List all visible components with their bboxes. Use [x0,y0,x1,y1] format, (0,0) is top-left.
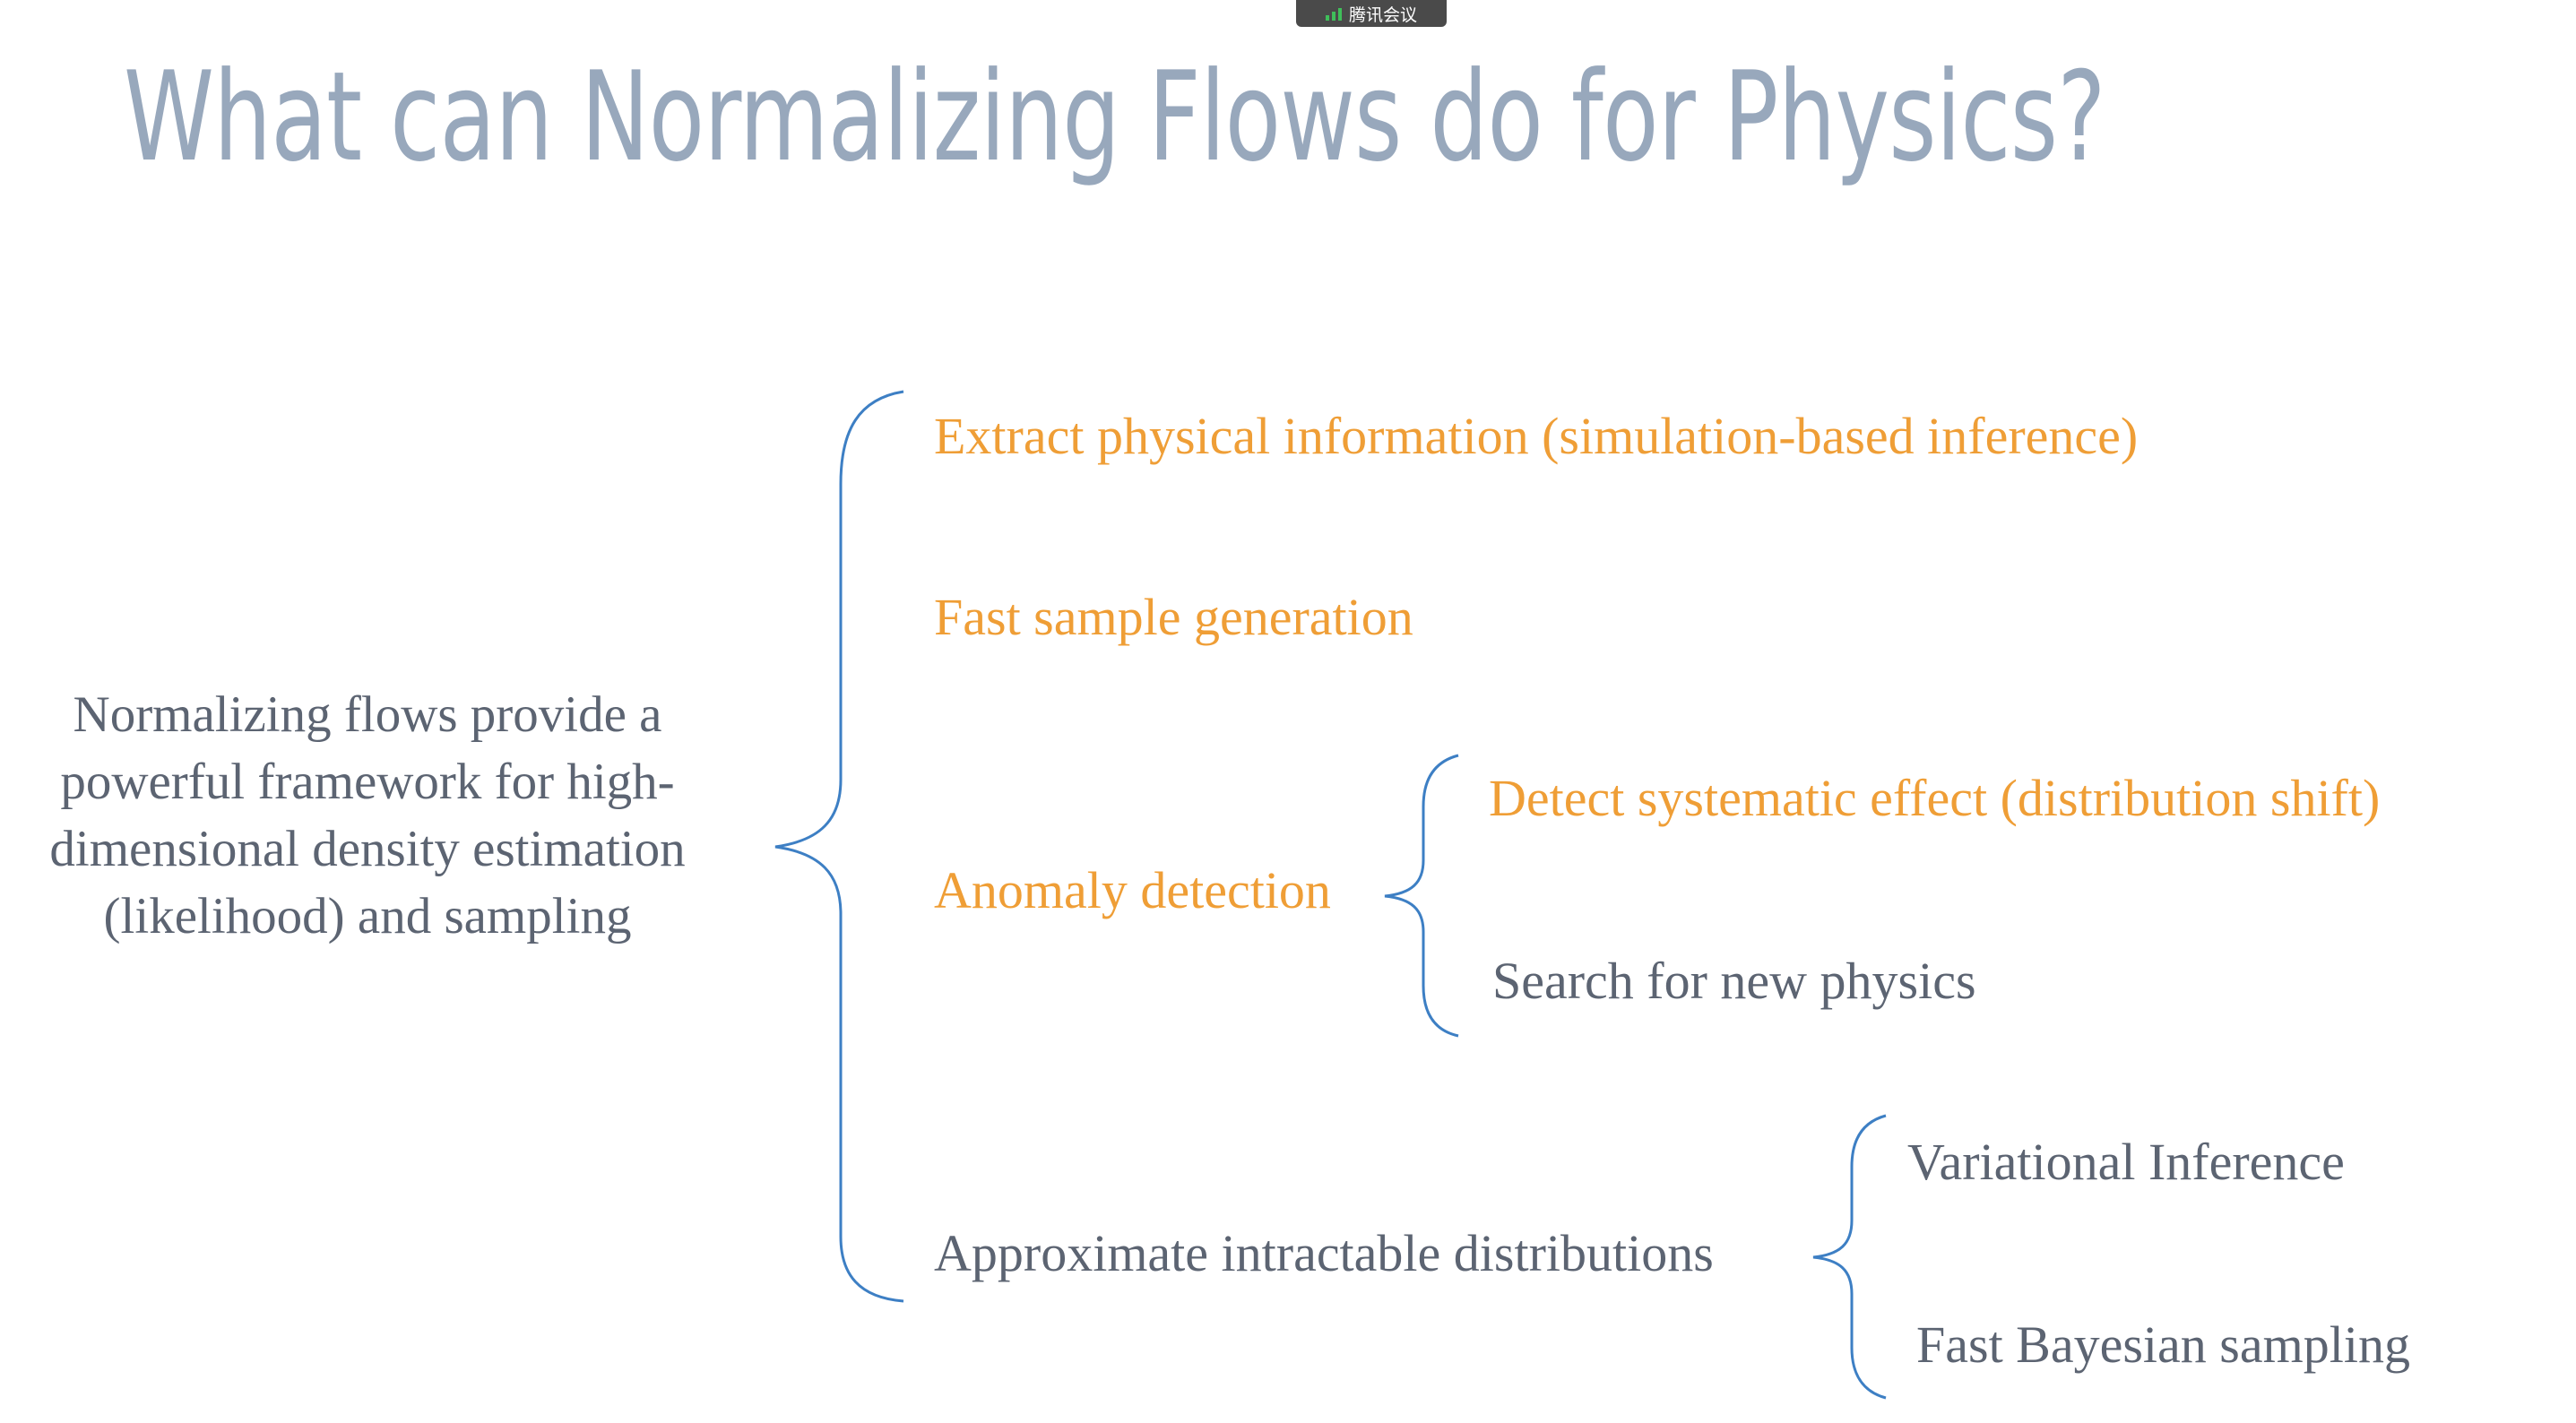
item-search-new-physics: Search for new physics [1492,952,1976,1010]
signal-bars-icon [1325,6,1342,21]
anomaly-brace [1384,754,1459,1038]
item-extract-physical-information: Extract physical information (simulation… [934,407,2139,465]
main-brace [774,390,904,1303]
item-anomaly-detection: Anomaly detection [934,861,1331,919]
slide-title: What can Normalizing Flows do for Physic… [124,45,2105,189]
item-approximate-intractable-distributions: Approximate intractable distributions [934,1224,1714,1282]
item-detect-systematic-effect: Detect systematic effect (distribution s… [1489,769,2381,827]
item-fast-bayesian-sampling: Fast Bayesian sampling [1916,1315,2410,1374]
summary-text: Normalizing flows provide a powerful fra… [49,686,686,944]
item-variational-inference: Variational Inference [1907,1133,2345,1191]
item-fast-sample-generation: Fast sample generation [934,588,1413,646]
meeting-app-tab[interactable]: 腾讯会议 [1296,0,1447,27]
approximate-brace [1812,1114,1887,1400]
meeting-app-label: 腾讯会议 [1348,4,1417,25]
